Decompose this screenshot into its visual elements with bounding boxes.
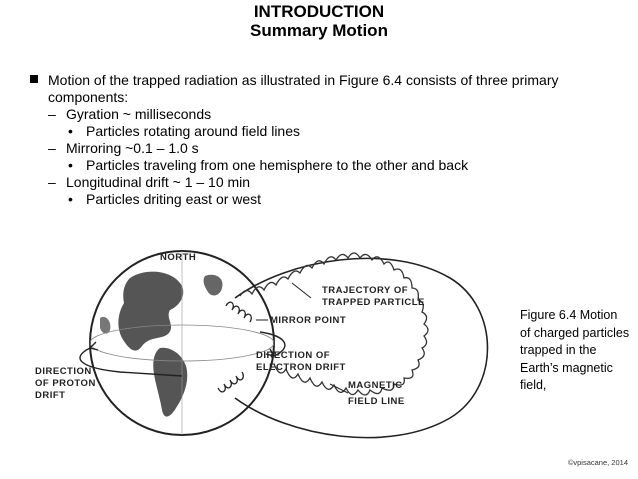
list-item-text: Mirroring ~0.1 – 1.0 s	[66, 140, 199, 156]
list-item-drift: – Longitudinal drift ~ 1 – 10 min	[28, 174, 618, 191]
dash-marker: –	[48, 140, 56, 156]
dash-marker: –	[48, 174, 56, 190]
sub-item-gyration: • Particles rotating around field lines	[28, 123, 618, 140]
trapped-particle-figure: NORTH TRAJECTORY OF TRAPPED PARTICLE MIR…	[35, 250, 489, 439]
proton-drift-arrow	[79, 347, 183, 377]
list-item-text: Gyration ~ milliseconds	[66, 106, 212, 122]
bullet-main: Motion of the trapped radiation as illus…	[28, 72, 618, 106]
label-electron-2: ELECTRON DRIFT	[256, 362, 346, 373]
slide-title: INTRODUCTION	[253, 2, 385, 21]
sub-item-text: Particles rotating around field lines	[86, 123, 301, 139]
bullet-dot-icon: •	[68, 157, 73, 173]
sub-item-mirroring: • Particles traveling from one hemispher…	[28, 157, 618, 174]
label-field-2: FIELD LINE	[348, 396, 405, 407]
bullet-main-text: Motion of the trapped radiation as illus…	[48, 72, 559, 105]
slide-subtitle: Summary Motion	[250, 21, 388, 40]
gyration-spiral-north	[225, 301, 252, 323]
label-proton-2: OF PROTON	[35, 378, 96, 389]
earth-globe	[89, 250, 275, 436]
label-trajectory-2: TRAPPED PARTICLE	[322, 297, 425, 308]
list-item-mirroring: – Mirroring ~0.1 – 1.0 s	[28, 140, 618, 157]
field-line-loop	[234, 257, 489, 439]
label-electron-1: DIRECTION OF	[256, 350, 330, 361]
square-bullet-icon	[30, 75, 38, 83]
label-proton-3: DRIFT	[35, 390, 65, 401]
bullet-dot-icon: •	[68, 191, 73, 207]
list-item-gyration: – Gyration ~ milliseconds	[28, 106, 618, 123]
sub-item-drift: • Particles driting east or west	[28, 191, 618, 208]
figure-caption: Figure 6.4 Motion of charged particles t…	[520, 308, 630, 392]
label-trajectory-1: TRAJECTORY OF	[322, 285, 408, 296]
label-proton-1: DIRECTION	[35, 366, 92, 377]
label-north: NORTH	[160, 252, 196, 263]
bullet-dot-icon: •	[68, 123, 73, 139]
sub-item-text: Particles driting east or west	[86, 191, 262, 207]
list-item-text: Longitudinal drift ~ 1 – 10 min	[66, 174, 251, 190]
dash-marker: –	[48, 106, 56, 122]
gyration-spiral-south	[217, 371, 244, 393]
sub-item-text: Particles traveling from one hemisphere …	[86, 157, 469, 173]
bullet-list: Motion of the trapped radiation as illus…	[28, 72, 618, 208]
title-block: INTRODUCTION Summary Motion	[0, 2, 638, 40]
copyright-notice: ©vpisacane, 2014	[567, 458, 628, 467]
label-field-1: MAGNETIC	[348, 380, 403, 391]
particle-trajectory	[239, 252, 429, 396]
label-mirror-point: MIRROR POINT	[270, 315, 346, 326]
electron-drift-arrow	[259, 331, 286, 357]
